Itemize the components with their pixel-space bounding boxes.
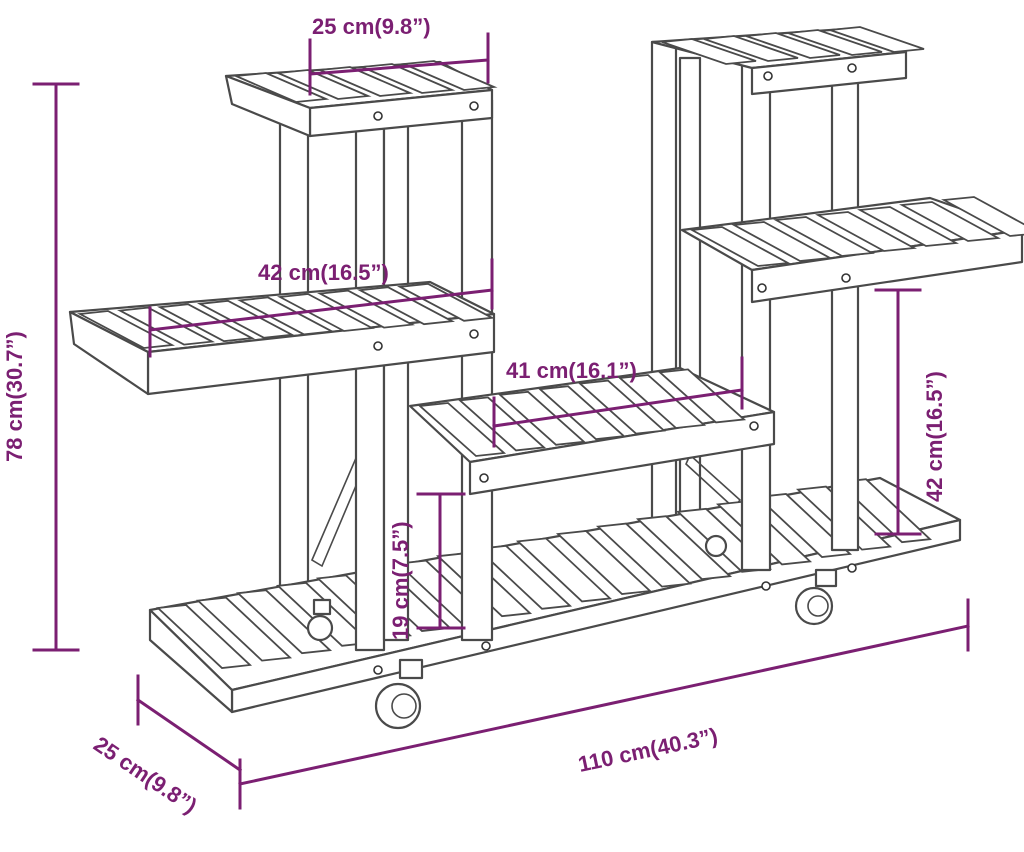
right-middle-shelf — [680, 196, 1024, 304]
slat — [773, 216, 875, 257]
dimension-lines — [32, 32, 970, 810]
dim-line-top-shelf — [308, 58, 490, 76]
caster-wheel-back-right — [704, 534, 728, 558]
screw — [479, 473, 489, 483]
slat — [417, 402, 507, 457]
slat — [829, 26, 925, 53]
left-front-post-c — [460, 98, 494, 642]
screw — [841, 273, 851, 283]
label-center-shelf-width: 41 cm(16.1”) — [506, 358, 637, 383]
screw — [761, 581, 771, 591]
right-front-post-a — [740, 58, 772, 572]
label-bottom-gap: 19 cm(7.5”) — [388, 521, 413, 640]
slat — [232, 72, 330, 103]
screw — [749, 421, 759, 431]
slat — [815, 211, 917, 252]
slat — [755, 493, 853, 558]
slat — [857, 206, 959, 247]
slat — [116, 306, 216, 346]
slat — [689, 226, 791, 267]
slat — [555, 530, 653, 595]
screw — [373, 341, 383, 351]
screw — [469, 101, 479, 111]
slat — [274, 69, 372, 100]
screw — [757, 283, 767, 293]
dim-line-total-width — [238, 624, 970, 786]
left-middle-shelf — [68, 280, 496, 396]
screws — [373, 63, 857, 675]
slat — [703, 35, 799, 62]
label-right-vertical: 42 cm(16.5”) — [922, 371, 947, 502]
screw — [847, 63, 857, 73]
slat — [731, 221, 833, 262]
slat — [356, 286, 456, 326]
dim-line-depth — [135, 697, 243, 773]
label-left-shelf-width: 42 cm(16.5”) — [258, 260, 389, 285]
slat — [899, 201, 1001, 242]
screw — [469, 329, 479, 339]
caster-wheel-back-left — [306, 598, 334, 642]
label-depth: 25 cm(9.8”) — [89, 731, 201, 818]
slat — [400, 60, 498, 91]
slat — [745, 32, 841, 59]
screw — [481, 641, 491, 651]
right-front-post-b — [830, 68, 860, 552]
slat — [787, 29, 883, 56]
slat — [236, 296, 336, 336]
slat — [515, 537, 613, 603]
screw — [373, 665, 383, 675]
label-total-width: 110 cm(40.3”) — [576, 723, 720, 777]
slat — [635, 515, 733, 581]
dim-line-left-shelf — [148, 288, 494, 332]
plant-stand-illustration — [68, 26, 1024, 730]
dim-line-center-shelf — [492, 388, 744, 428]
screw — [373, 111, 383, 121]
slat — [276, 293, 376, 332]
left-front-post-a — [354, 98, 386, 652]
slat — [941, 196, 1024, 237]
caster-wheel-front-right — [794, 568, 838, 626]
screw — [763, 71, 773, 81]
slat — [358, 63, 456, 94]
screw — [847, 563, 857, 573]
slat — [195, 596, 293, 662]
label-total-height: 78 cm(30.7”) — [2, 331, 27, 462]
caster-wheel-front-left — [374, 658, 424, 730]
slat — [155, 604, 253, 669]
slat — [316, 289, 416, 329]
label-top-shelf-width: 25 cm(9.8”) — [312, 14, 431, 39]
slat — [661, 38, 757, 65]
top-left-shelf — [224, 60, 498, 138]
slat — [316, 66, 414, 97]
slat — [595, 522, 693, 588]
slat — [475, 544, 573, 610]
top-right-shelf — [650, 26, 925, 96]
slat — [235, 589, 333, 655]
slat — [396, 282, 496, 322]
